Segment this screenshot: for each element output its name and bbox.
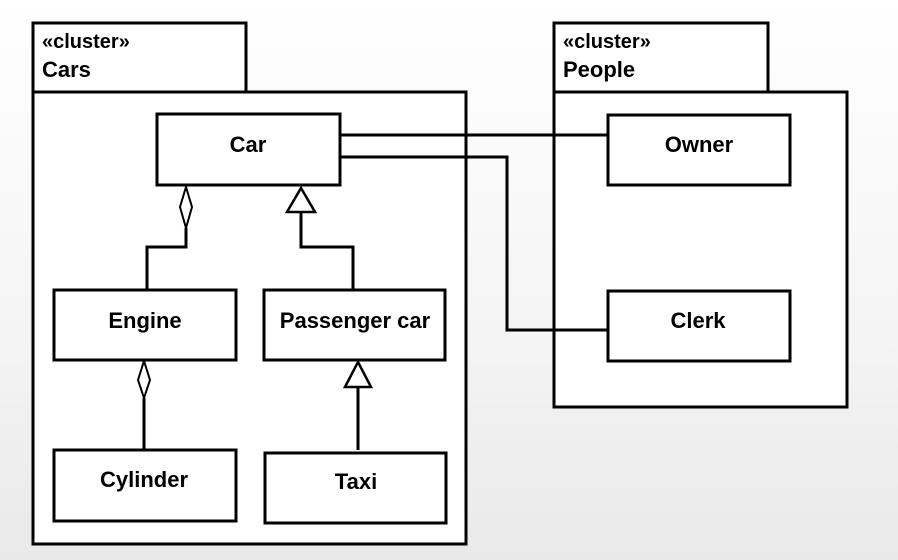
package-cars-tab — [31, 21, 248, 95]
package-people-stereotype: «cluster» — [563, 31, 651, 53]
generalization-arrow-icon — [342, 359, 374, 389]
connectors — [142, 133, 608, 450]
class-passenger-car[interactable]: Passenger car — [262, 288, 447, 362]
class-engine-label: Engine — [108, 308, 181, 333]
class-cylinder[interactable]: Cylinder — [52, 448, 238, 523]
aggregation-engine-car — [145, 228, 188, 290]
class-passenger-car-label: Passenger car — [280, 308, 431, 333]
class-taxi-label: Taxi — [335, 469, 377, 494]
class-car[interactable]: Car — [155, 112, 342, 187]
class-engine[interactable]: Engine — [52, 288, 238, 362]
aggregation-diamond-icon — [178, 183, 194, 232]
class-clerk-label: Clerk — [670, 308, 726, 333]
class-clerk[interactable]: Clerk — [606, 289, 792, 363]
aggregation-diamond-icon — [136, 357, 152, 402]
class-owner[interactable]: Owner — [606, 113, 792, 187]
generalization-passengercar-car — [299, 212, 355, 290]
class-taxi[interactable]: Taxi — [263, 451, 448, 525]
package-cars-name: Cars — [42, 57, 91, 82]
package-people-name: People — [563, 57, 635, 82]
class-car-label: Car — [230, 132, 267, 157]
association-car-clerk — [340, 155, 608, 332]
generalization-arrow-icon — [284, 185, 318, 214]
class-owner-label: Owner — [665, 132, 734, 157]
package-cars-stereotype: «cluster» — [42, 31, 130, 53]
class-cylinder-label: Cylinder — [100, 467, 188, 492]
